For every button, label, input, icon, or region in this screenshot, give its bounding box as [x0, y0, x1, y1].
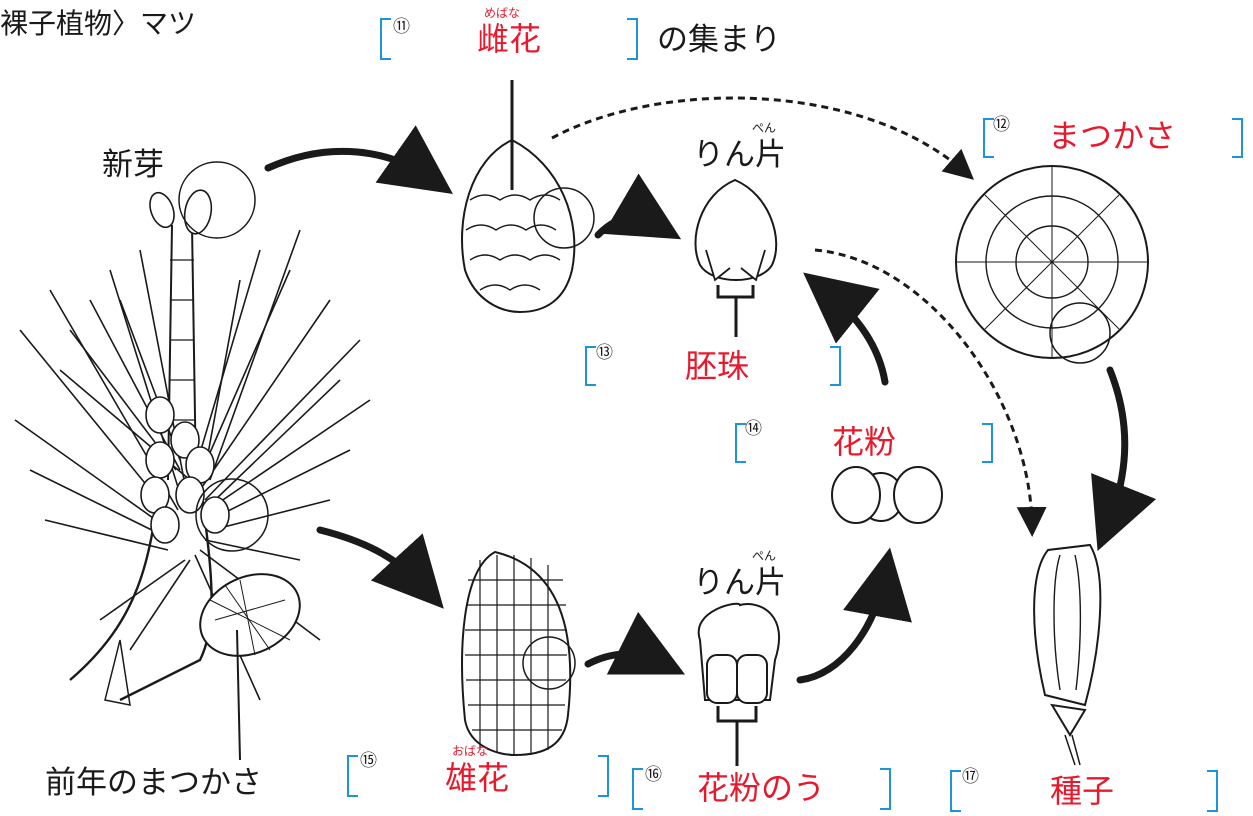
- bracket-right: [627, 18, 638, 60]
- bracket-left: [347, 755, 358, 797]
- pine-cone-illustration: [955, 165, 1149, 364]
- blank-answer: 花粉: [832, 423, 897, 461]
- blank-answer: 花粉のう: [697, 769, 826, 807]
- bracket-right: [880, 768, 891, 810]
- dashed-arrows: [551, 96, 1047, 537]
- bracket-left: [983, 118, 994, 158]
- blank-answer: まつかさ: [1048, 117, 1177, 155]
- scale-bottom-ruby: ぺん: [752, 549, 777, 563]
- bracket-right: [830, 346, 841, 386]
- pollen-scale-illustration: [697, 602, 781, 766]
- bracket-left: [632, 768, 643, 810]
- bracket-left: [735, 423, 746, 463]
- scale-top-label: りん片: [693, 137, 786, 173]
- new-bud-label: 新芽: [102, 147, 164, 183]
- blank-answer: 雌花: [477, 20, 542, 58]
- bracket-right: [982, 423, 993, 463]
- blank-answer: 胚珠: [685, 347, 750, 385]
- pine-branch-illustration: [14, 161, 371, 761]
- blank-number: ⑬: [596, 343, 613, 363]
- blank-number: ⑯: [645, 765, 662, 785]
- blank-number: ⑪: [393, 17, 410, 37]
- ovulate-scale-illustration: [694, 178, 778, 337]
- bracket-left: [585, 346, 596, 386]
- flow-arrows: [264, 125, 1157, 684]
- blank-number: ⑭: [745, 419, 762, 439]
- blank-number: ⑮: [360, 751, 377, 771]
- bracket-right: [598, 755, 609, 797]
- bracket-left: [380, 18, 391, 60]
- male-flower-illustration: [461, 550, 576, 757]
- blank-ruby: めばな: [484, 6, 521, 20]
- blank-answer: 種子: [1050, 772, 1115, 810]
- seed-illustration: [1033, 543, 1102, 766]
- blank-ruby: おばな: [452, 744, 489, 758]
- scale-top-ruby: ぺん: [752, 121, 777, 135]
- pollen-grain-illustration: [831, 466, 943, 524]
- bracket-left: [950, 770, 961, 812]
- female-flower-illustration: [461, 80, 595, 314]
- blank-number: ⑫: [993, 115, 1010, 135]
- bracket-right: [1232, 118, 1243, 158]
- bracket-right: [1207, 770, 1218, 812]
- last-year-cone-label: 前年のまつかさ: [45, 765, 262, 801]
- scale-bottom-label: りん片: [693, 565, 786, 601]
- diagram-title: 裸子植物〉マツ: [0, 7, 197, 40]
- blank-number: ⑰: [962, 767, 979, 787]
- blank-answer: 雄花: [445, 759, 510, 797]
- cluster-suffix-label: の集まり: [657, 22, 781, 58]
